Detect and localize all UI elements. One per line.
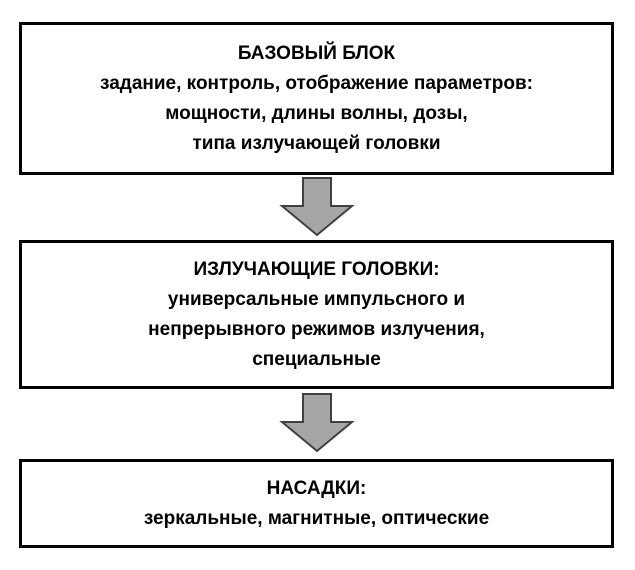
emitting-heads-line-1: универсальные импульсного и [167, 288, 466, 310]
base-unit-line-2: мощности, длины волны, дозы, [165, 102, 468, 124]
emitting-heads-line-3: специальные [252, 348, 381, 370]
down-arrow-icon [279, 177, 355, 237]
base-unit-block: БАЗОВЫЙ БЛОК задание, контроль, отображе… [19, 22, 614, 175]
base-unit-title: БАЗОВЫЙ БЛОК [237, 42, 396, 64]
emitting-heads-block: ИЗЛУЧАЮЩИЕ ГОЛОВКИ: универсальные импуль… [19, 240, 614, 389]
base-unit-line-3: типа излучающей головки [192, 132, 441, 154]
emitting-heads-title: ИЗЛУЧАЮЩИЕ ГОЛОВКИ: [193, 258, 440, 280]
down-arrow-icon [279, 393, 355, 453]
emitting-heads-line-2: непрерывного режимов излучения, [148, 318, 485, 340]
nozzles-title: НАСАДКИ: [266, 477, 367, 499]
base-unit-line-1: задание, контроль, отображение параметро… [100, 72, 533, 94]
nozzles-line-1: зеркальные, магнитные, оптические [143, 507, 490, 529]
nozzles-block: НАСАДКИ: зеркальные, магнитные, оптическ… [19, 459, 614, 548]
